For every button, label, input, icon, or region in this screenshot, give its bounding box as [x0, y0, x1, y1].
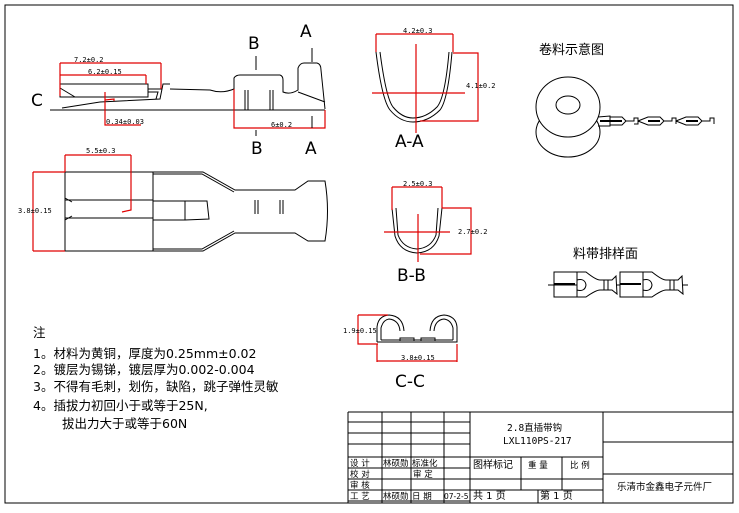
section-c-c: 1.9±0.15 3.8±0.15 C-C — [343, 314, 458, 392]
dim-c-width: 3.8±0.15 — [401, 354, 435, 362]
dim-a-height: 4.1±0.2 — [466, 82, 496, 90]
section-a-a: 4.2±0.3 4.1±0.2 A-A — [372, 27, 496, 152]
mark-label: 图样标记 — [473, 458, 513, 471]
dim-slot-length: 5.5±0.3 — [86, 147, 116, 155]
dim-b-width: 2.5±0.3 — [403, 180, 433, 188]
page-number: 第 1 页 — [540, 489, 573, 502]
strip-layout: 料带排样面 — [548, 247, 688, 298]
scale-label: 比 例 — [570, 460, 590, 471]
note-4: 4。插拔力初回小于或等于25N, — [33, 398, 208, 413]
strip-title: 料带排样面 — [573, 247, 638, 262]
dim-crimp-length: 6±0.2 — [271, 121, 292, 129]
date-label: 日 期 — [412, 492, 432, 502]
notes: 注 1。材料为黄铜，厚度为0.25mm±0.02 2。镀层为锡锑，镀层厚为0.0… — [33, 325, 279, 431]
section-label-a-top: A — [300, 22, 312, 42]
reel-hub — [555, 95, 581, 115]
section-label-b-top: B — [248, 34, 260, 54]
reel-diagram: 卷料示意图 — [535, 42, 715, 158]
section-a-label: A-A — [395, 132, 424, 152]
company-name: 乐清市金鑫电子元件厂 — [617, 481, 712, 493]
drawing-frame — [4, 4, 734, 504]
section-label-c: C — [31, 91, 43, 111]
approve-label: 审 定 — [413, 469, 433, 480]
note-2: 2。镀层为锡锑，镀层厚为0.002-0.004 — [33, 362, 255, 377]
design-label: 设 计 — [350, 458, 370, 469]
note-3: 3。不得有毛刺，划伤，缺陷，跳子弹性灵敏 — [33, 379, 279, 394]
section-label-a-bottom: A — [305, 139, 317, 159]
check-label: 校 对 — [350, 469, 370, 480]
process-person: 林硕勋 — [383, 491, 409, 502]
date-value: 07-2-5 — [444, 492, 469, 501]
design-person: 林硕勋 — [383, 458, 409, 469]
product-name: 2.8直插带钩 — [507, 422, 562, 434]
weight-label: 重 量 — [528, 460, 548, 471]
top-view: 5.5±0.3 3.8±0.15 — [18, 147, 328, 252]
part-number: LXL110PS-217 — [503, 436, 572, 447]
process-label: 工 艺 — [350, 492, 370, 502]
review-label: 审 核 — [350, 480, 370, 491]
title-block: 2.8直插带钩 LXL110PS-217 设 计 林硕勋 标准化 校 对 审 定… — [347, 411, 733, 503]
section-b-label: B-B — [397, 266, 426, 286]
standard-label: 标准化 — [412, 458, 438, 469]
reel-title: 卷料示意图 — [539, 42, 604, 58]
dim-body-width: 3.8±0.15 — [18, 207, 52, 215]
reel-front-flange — [535, 76, 601, 138]
dim-box-length: 6.2±0.15 — [88, 68, 122, 76]
total-pages: 共 1 页 — [473, 490, 506, 502]
side-view: 7.2±0.2 6.2±0.15 0.34±0.03 6±0.2 C B B A… — [31, 22, 326, 159]
section-c-label: C-C — [395, 372, 425, 392]
note-1: 1。材料为黄铜，厚度为0.25mm±0.02 — [33, 346, 256, 361]
dim-b-height: 2.7±0.2 — [458, 228, 488, 236]
note-4-continued: 拔出力大于或等于60N — [62, 416, 187, 431]
notes-heading: 注 — [33, 325, 46, 340]
dim-thickness: 0.34±0.03 — [106, 118, 144, 126]
section-label-b-bottom: B — [251, 139, 263, 159]
section-b-b: 2.5±0.3 2.7±0.2 B-B — [384, 180, 488, 286]
dim-a-width: 4.2±0.3 — [403, 27, 433, 35]
dim-total-length: 7.2±0.2 — [74, 56, 104, 64]
dim-c-height: 1.9±0.15 — [343, 327, 377, 335]
